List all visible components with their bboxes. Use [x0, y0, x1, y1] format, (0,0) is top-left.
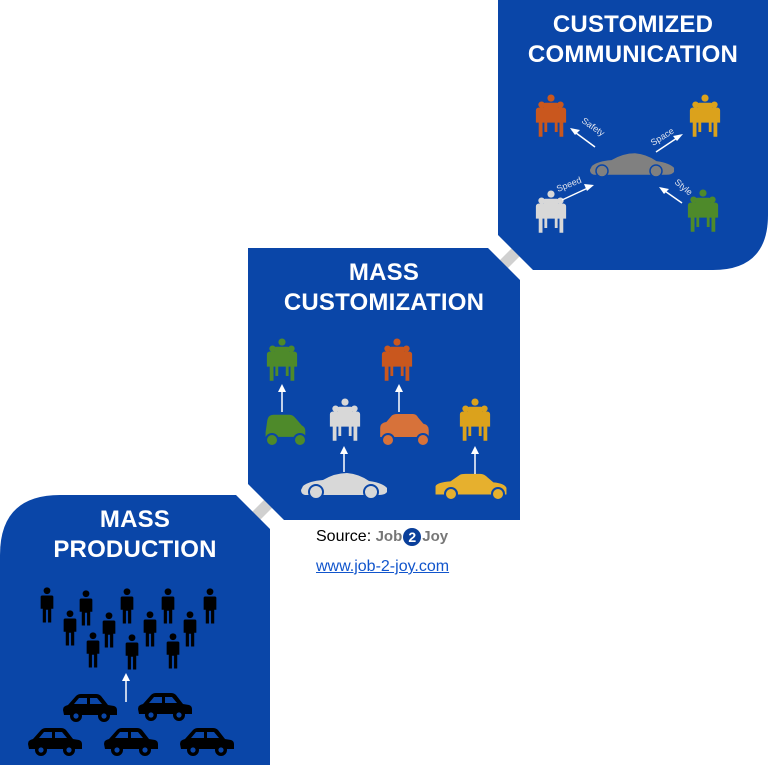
people-group-icon	[266, 338, 298, 381]
arrow-icon	[584, 184, 594, 191]
panel-mass-production: MASS PRODUCTION	[0, 495, 270, 765]
person-icon	[41, 587, 54, 622]
person-icon	[80, 590, 93, 625]
panel-customized-communication: CUSTOMIZED COMMUNICATION Safety Space Sp…	[498, 0, 768, 270]
label-speed: Speed	[555, 175, 583, 194]
arrow-icon	[570, 128, 580, 135]
car-icon	[138, 693, 192, 721]
people-group-icon	[381, 338, 413, 381]
person-icon	[167, 633, 180, 668]
people-group-icon	[459, 398, 491, 441]
person-icon	[87, 632, 100, 667]
person-icon	[121, 588, 134, 623]
person-icon	[103, 612, 116, 647]
mass-production-illustration	[0, 495, 270, 765]
people-group-icon	[329, 398, 361, 441]
person-icon	[184, 611, 197, 646]
arrow-icon	[659, 187, 669, 194]
people-group-icon	[688, 189, 718, 231]
arrow-up-icon	[122, 673, 130, 702]
panel-mass-customization: MASS CUSTOMIZATION	[248, 248, 520, 520]
label-safety: Safety	[580, 115, 607, 138]
person-icon	[64, 610, 77, 645]
car-icon	[104, 728, 158, 756]
car-icon	[63, 694, 117, 722]
arrow-up-icon	[278, 384, 479, 474]
person-icon	[126, 634, 139, 669]
arrow-icon	[673, 134, 683, 141]
source-link[interactable]: www.job-2-joy.com	[316, 558, 450, 575]
panel-title: MASS PRODUCTION	[53, 506, 217, 563]
label-style: Style	[673, 177, 695, 198]
person-icon	[204, 588, 217, 623]
panel-title: CUSTOMIZED COMMUNICATION	[527, 11, 739, 68]
car-icon	[28, 728, 82, 756]
mass-customization-illustration	[265, 338, 507, 501]
person-icon	[162, 588, 175, 623]
customized-communication-illustration: Safety Space Speed Style	[498, 0, 768, 270]
car-icon	[180, 728, 234, 756]
people-group-icon	[536, 94, 566, 136]
panel-title: MASS CUSTOMIZATION	[283, 259, 485, 316]
person-icon	[144, 611, 157, 646]
label-space: Space	[649, 126, 676, 148]
people-group-icon	[690, 94, 720, 136]
people-group-icon	[536, 190, 566, 232]
